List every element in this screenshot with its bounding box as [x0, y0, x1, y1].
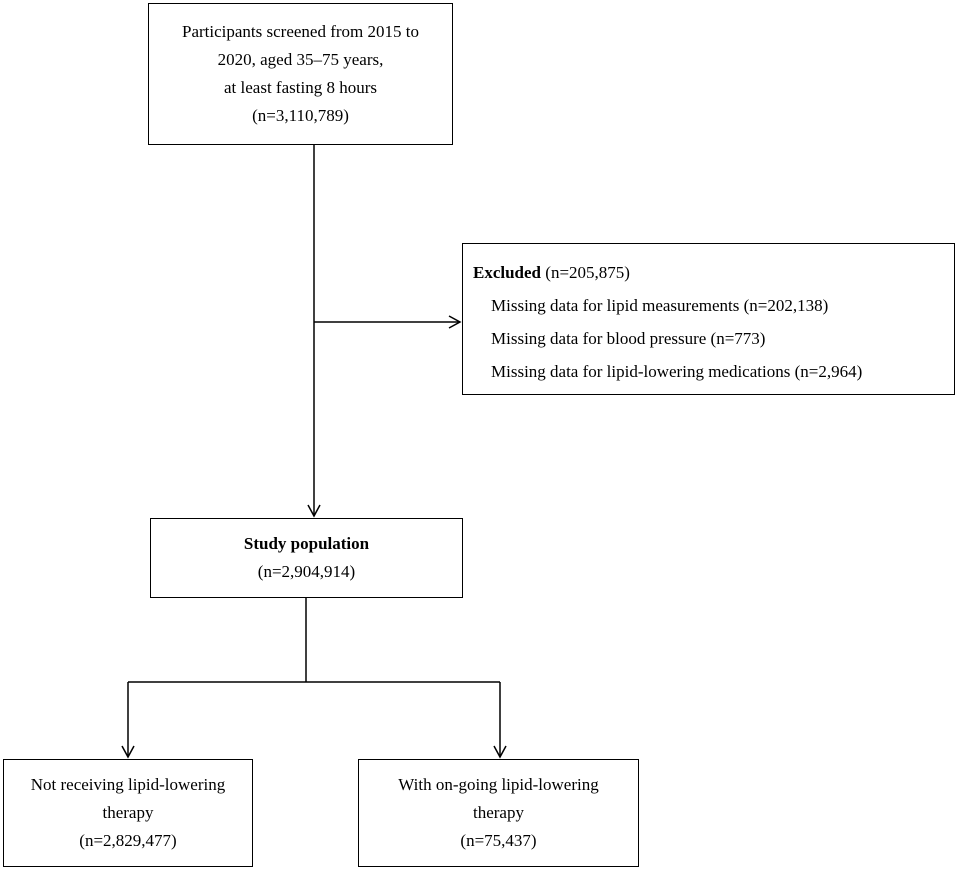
ongoing-line-1: With on-going lipid-lowering: [398, 775, 599, 794]
study-title: Study population: [243, 534, 370, 553]
excluded-header: Excluded (n=205,875): [473, 256, 954, 289]
study-population-box: Study population (n=2,904,914): [150, 518, 463, 598]
ongoing-therapy-box: With on-going lipid-lowering therapy (n=…: [358, 759, 639, 867]
excluded-reason-lipid: Missing data for lipid measurements (n=2…: [491, 296, 829, 315]
ongoing-count: (n=75,437): [460, 831, 537, 850]
screened-line-3: at least fasting 8 hours: [224, 78, 377, 97]
ongoing-line-2: therapy: [473, 803, 524, 822]
excluded-reason-blood-pressure: Missing data for blood pressure (n=773): [491, 329, 766, 348]
screened-line-2: 2020, aged 35–75 years,: [217, 50, 384, 69]
not-receiving-line-2: therapy: [102, 803, 154, 822]
study-count: (n=2,904,914): [257, 562, 356, 581]
excluded-heading: Excluded: [473, 263, 542, 282]
excluded-box: Excluded (n=205,875) Missing data for li…: [462, 243, 955, 395]
excluded-reason-medications: Missing data for lipid-lowering medicati…: [491, 362, 863, 381]
not-receiving-line-1: Not receiving lipid-lowering: [30, 775, 226, 794]
screened-line-1: Participants screened from 2015 to: [182, 22, 419, 41]
not-receiving-count: (n=2,829,477): [79, 831, 177, 850]
screened-participants-box: Participants screened from 2015 to 2020,…: [148, 3, 453, 145]
not-receiving-therapy-box: Not receiving lipid-lowering therapy (n=…: [3, 759, 253, 867]
excluded-count: (n=205,875): [541, 263, 630, 282]
screened-count: (n=3,110,789): [252, 106, 349, 125]
